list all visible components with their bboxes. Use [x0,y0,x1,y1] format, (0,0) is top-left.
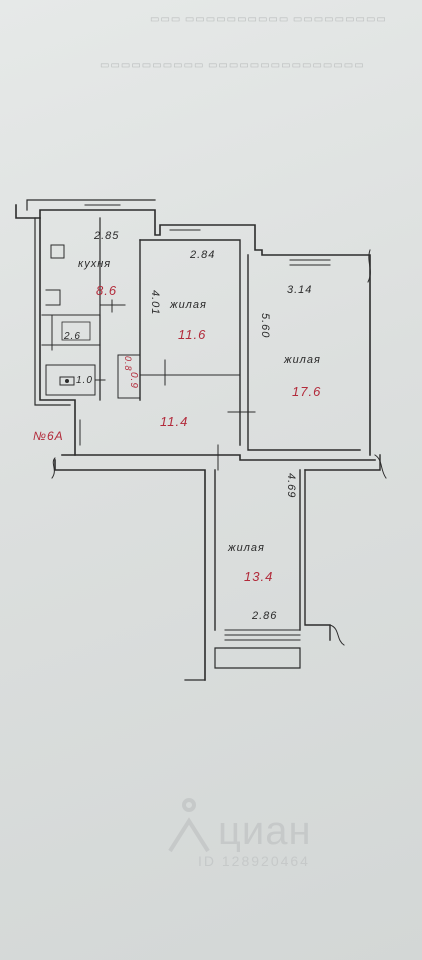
cian-watermark: циан ID 128920464 [160,795,390,885]
window [224,629,301,641]
toilet-icon [65,379,69,383]
room2-area: 17.6 [292,384,322,399]
outer-wall [304,454,381,471]
window [289,254,331,266]
faded-header-line: ▭▭▭▭▭▭▭▭▭▭ ▭▭▭▭▭▭▭▭▭▭▭▭▭▭▭ [100,60,365,71]
break-mark [51,457,56,479]
room2-depth: 5.60 [259,313,271,339]
break-mark [367,249,371,283]
room2-width: 3.14 [287,284,313,296]
faded-header-line: ▭▭▭ ▭▭▭▭▭▭▭▭▭▭ ▭▭▭▭▭▭▭▭▭ [150,14,387,25]
room3-width: 2.86 [252,610,278,622]
room1-name: жилая [170,299,207,311]
sink-icon [59,376,75,386]
outer-wall [15,204,371,456]
partition [117,354,141,399]
room1-width: 2.84 [190,249,216,261]
partition [247,254,361,451]
break-mark [374,454,387,479]
outer-wall [61,454,376,461]
room3-area: 13.4 [244,569,274,584]
door-mark [99,299,126,313]
outer-wall [34,217,71,406]
listing-id: ID 128920464 [198,853,310,869]
kitchen-area: 8.6 [96,283,118,298]
bathtub-icon [61,321,91,341]
partition [45,364,96,396]
partition [45,289,61,306]
balcony [214,647,301,669]
room1-depth: 4.01 [149,290,161,316]
kitchen-name: кухня [78,258,112,270]
room1-area: 11.6 [178,327,207,342]
outer-wall [304,469,331,641]
cian-logo-icon [168,798,210,853]
outer-wall [39,217,76,456]
door-mark [204,444,231,471]
storage-area: 0.9 [128,372,139,389]
window [169,224,201,231]
bath-area: 2.6 [64,331,81,342]
kitchen-width: 2.85 [94,230,120,242]
hall-area: 11.4 [160,414,189,429]
apartment-number: №6А [33,429,64,443]
room3-depth: 4.69 [285,473,297,499]
storage-depth: 0.8 [123,356,133,372]
partition [139,239,241,446]
room2-name: жилая [284,354,321,366]
break-mark [329,624,345,646]
room3-name: жилая [228,542,265,554]
wc-area: 1.0 [76,375,93,386]
partition [41,314,101,401]
window [84,199,121,206]
door-mark [227,399,256,426]
cian-brand-text: циан [218,809,312,853]
kitchen-stove-icon [50,244,65,259]
outer-wall [54,459,206,681]
